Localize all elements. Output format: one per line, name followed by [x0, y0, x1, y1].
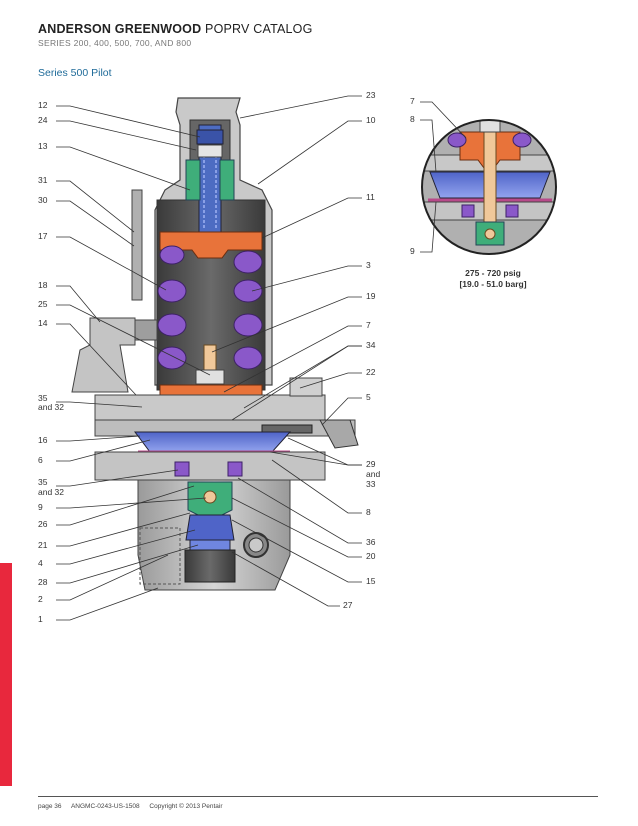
callout-12: 12 [38, 100, 48, 110]
catalog-subtitle: SERIES 200, 400, 500, 700, AND 800 [38, 38, 192, 48]
callout-35-lower: 35 [38, 477, 48, 487]
callout-8: 8 [366, 507, 371, 517]
callout-5: 5 [366, 392, 371, 402]
right-leader-lines [211, 95, 362, 607]
callout-30: 30 [38, 195, 48, 205]
callout-and: and [366, 469, 381, 479]
callout-22: 22 [366, 367, 376, 377]
section-title: Series 500 Pilot [38, 67, 112, 79]
callout-2: 2 [38, 594, 43, 604]
detail-callout-7: 7 [410, 96, 415, 106]
callout-17: 17 [38, 231, 48, 241]
callout-24: 24 [38, 115, 48, 125]
callout-7: 7 [366, 320, 371, 330]
callout-10: 10 [366, 115, 376, 125]
callout-9: 9 [38, 502, 43, 512]
callout-14: 14 [38, 318, 48, 328]
callout-4: 4 [38, 558, 43, 568]
callout-18: 18 [38, 280, 48, 290]
callout-23: 23 [366, 90, 376, 100]
left-leader-lines [56, 105, 211, 621]
pressure-psig: 275 - 720 psig [465, 268, 521, 278]
callout-29: 29 [366, 459, 376, 469]
callout-20: 20 [366, 551, 376, 561]
callout-21: 21 [38, 540, 48, 550]
catalog-name: POPRV CATALOG [205, 22, 313, 36]
callout-13: 13 [38, 141, 48, 151]
footer-divider [38, 796, 598, 797]
detail-callout-9: 9 [410, 246, 415, 256]
detail-leader-lines [420, 101, 467, 253]
callout-3: 3 [366, 260, 371, 270]
detail-pressure-caption: 275 - 720 psig [19.0 - 51.0 barg] [448, 268, 538, 290]
callout-and-32-lower: and 32 [38, 487, 64, 497]
callout-16: 16 [38, 435, 48, 445]
detail-callout-8: 8 [410, 114, 415, 124]
side-accent-bar [0, 563, 12, 786]
page-number: page 36 [38, 803, 62, 810]
callout-6: 6 [38, 455, 43, 465]
callout-27: 27 [343, 600, 353, 610]
document-id: ANGMC-0243-US-1508 [70, 803, 140, 810]
copyright: Copyright © 2013 Pentair [149, 803, 223, 810]
callout-and-32-upper: and 32 [38, 402, 64, 412]
pilot-body [71, 97, 359, 591]
callout-35-upper: 35 [38, 393, 48, 403]
brand-name: ANDERSON GREENWOOD [38, 22, 202, 36]
callout-15: 15 [366, 576, 376, 586]
callout-26: 26 [38, 519, 48, 529]
spring-coils [157, 245, 263, 370]
catalog-title: ANDERSON GREENWOOD POPRV CATALOG [38, 22, 313, 36]
callout-33: 33 [366, 479, 376, 489]
pressure-barg: [19.0 - 51.0 barg] [459, 279, 527, 289]
callout-25: 25 [38, 299, 48, 309]
callout-31: 31 [38, 175, 48, 185]
callout-11: 11 [366, 192, 375, 202]
callout-1: 1 [38, 614, 43, 624]
callout-28: 28 [38, 577, 48, 587]
detail-inset [421, 119, 557, 255]
callout-34: 34 [366, 340, 376, 350]
callout-19: 19 [366, 291, 376, 301]
page-footer: page 36 ANGMC-0243-US-1508 Copyright © 2… [38, 803, 231, 810]
callout-36: 36 [366, 537, 376, 547]
